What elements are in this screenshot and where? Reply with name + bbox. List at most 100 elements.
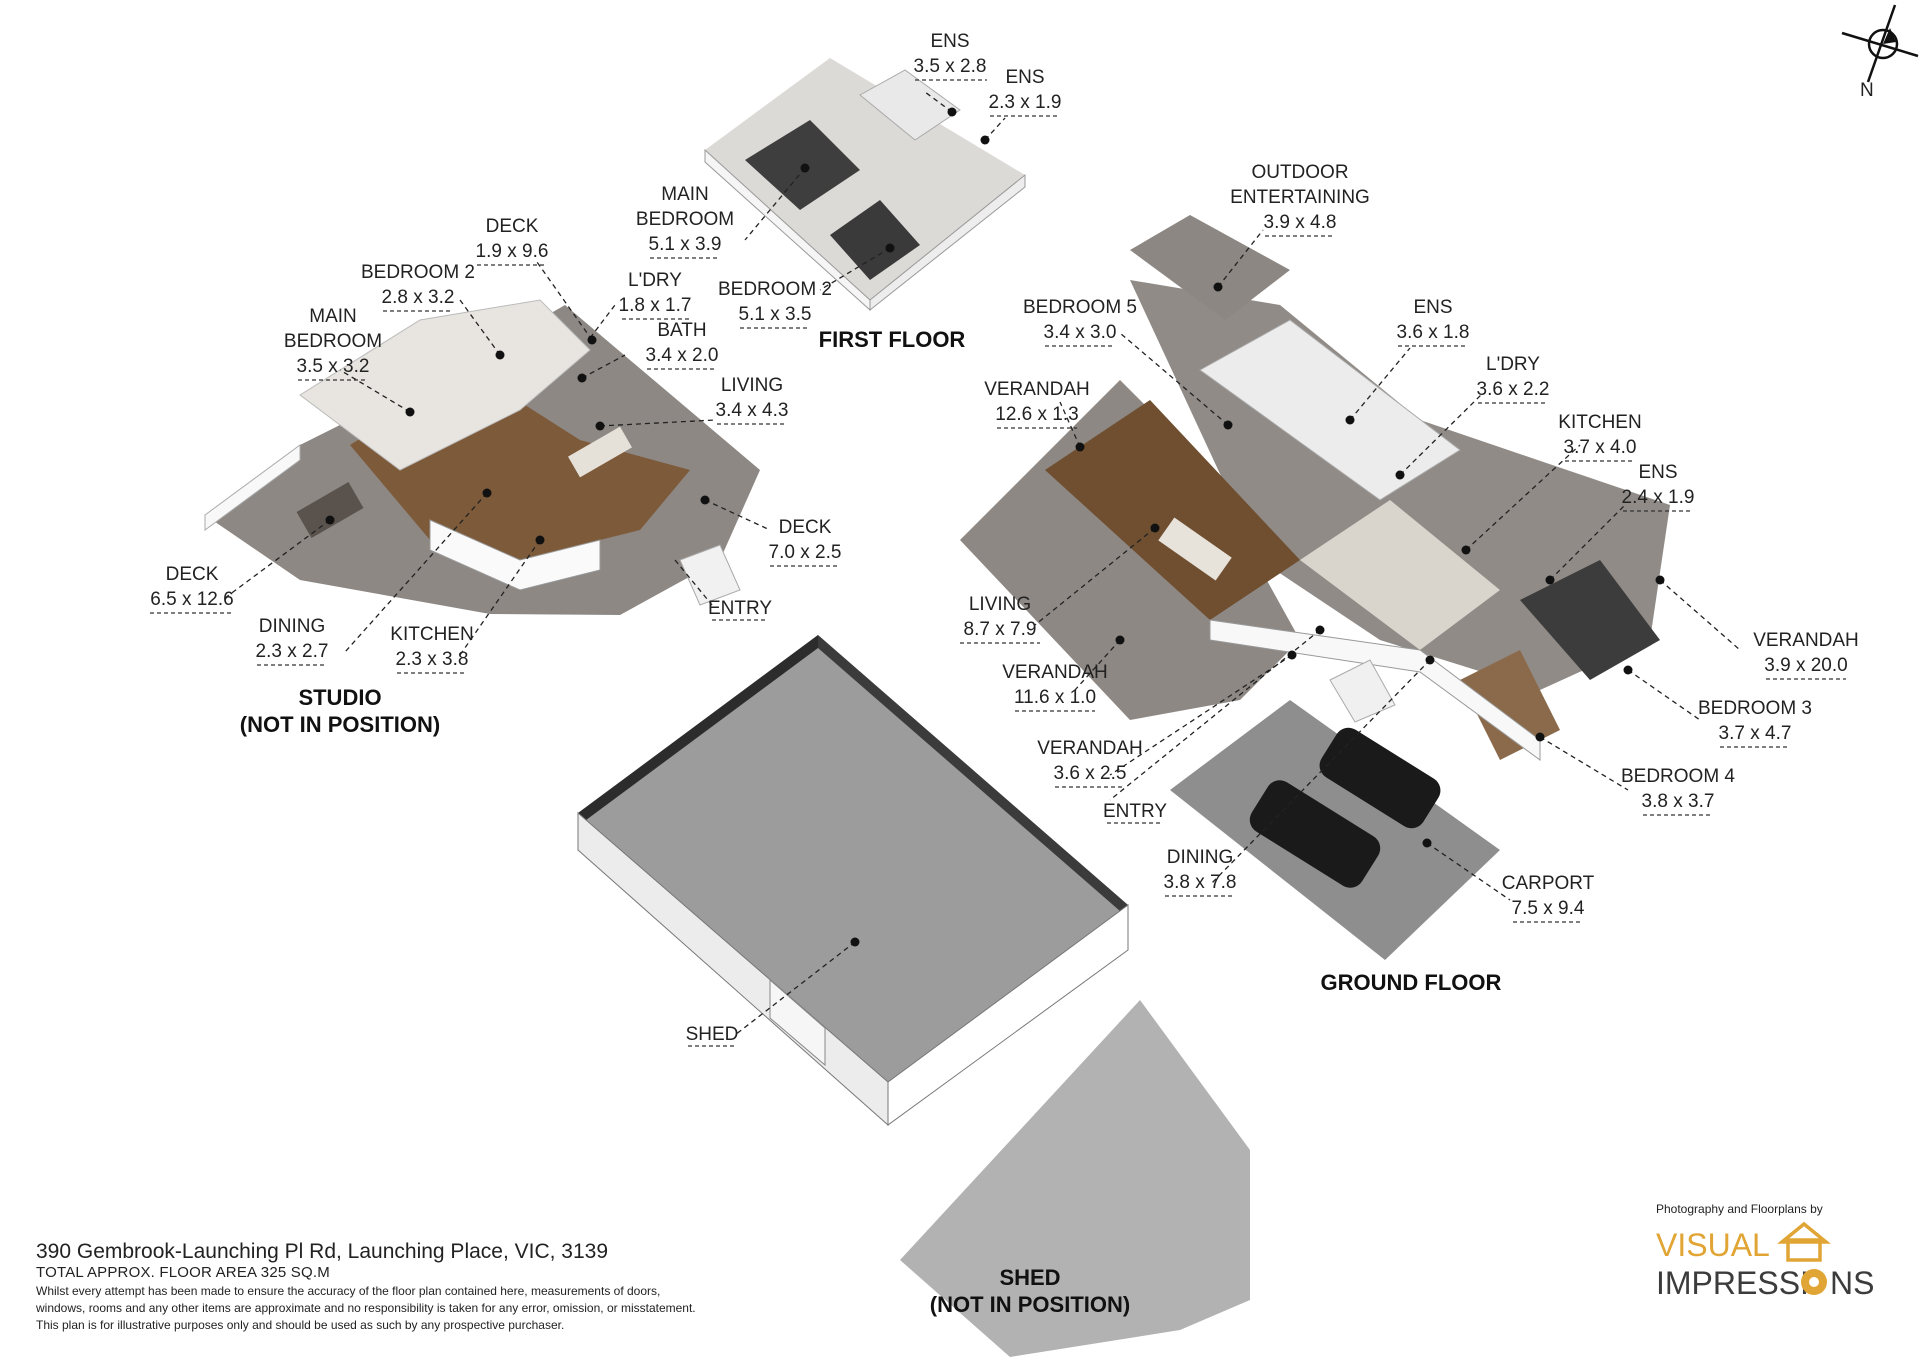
leader-st-deck-left [224,519,331,599]
dot-ff-main-bedroom [800,163,810,173]
room-label: MAIN [661,184,709,205]
leader-gf-verandah-entry [1109,654,1293,776]
room-dimension: 3.5 x 3.2 [297,356,370,377]
studio-floor [204,299,760,615]
room-label: L'DRY [1486,354,1540,375]
leader-gf-ens-top [1349,347,1411,421]
room-label: L'DRY [628,270,682,291]
leader-st-bath [581,354,626,379]
dot-st-kitchen [535,535,545,545]
room-dimension: 3.5 x 2.8 [914,56,987,77]
dot-gf-ens-top [1345,415,1355,425]
ff-wall-front-right [869,173,1026,312]
leader-gf-carport [1426,842,1511,901]
room-label: ENS [930,31,969,52]
leader-ff-ens-b [984,117,1006,141]
dot-gf-outdoor [1213,282,1223,292]
studio-railing [204,444,301,531]
brand-word-visual: VISUAL [1656,1227,1770,1263]
disclaimer-line: Whilst every attempt has been made to en… [36,1284,661,1298]
room-label: MAIN [309,306,357,327]
room-label: VERANDAH [1753,630,1859,651]
leader-ff-bedroom2 [819,247,891,291]
room-dimension: 7.0 x 2.5 [769,542,842,563]
gf-central-rooms [1199,319,1461,501]
shed-door [769,978,826,1067]
gf-sofa [1158,517,1232,581]
leader-ff-ens-a [924,91,953,113]
room-dots [325,107,1665,947]
dot-gf-verandah-top [1075,442,1085,452]
room-label: ENTERTAINING [1230,187,1370,208]
shed-slab [578,635,1128,1082]
studio-rooms-block [299,299,591,471]
room-dimension: 3.7 x 4.7 [1719,723,1792,744]
room-label: BEDROOM 3 [1698,698,1812,719]
room-label: BEDROOM 2 [718,279,832,300]
compass-needle [1866,4,1897,83]
dot-gf-bedroom4 [1535,732,1545,742]
footer: 390 Gembrook-Launching Pl Rd, Launching … [36,1240,826,1334]
room-dimension: 3.6 x 2.2 [1477,379,1550,400]
room-dimension: 2.3 x 1.9 [989,92,1062,113]
room-label: ENTRY [1103,801,1167,822]
dot-st-bedroom2 [495,350,505,360]
brand-word-impressions-a: IMPRESSI [1656,1265,1809,1301]
disclaimer: Whilst every attempt has been made to en… [36,1283,826,1334]
ff-ens-tiles [859,69,961,141]
dot-st-dining [482,488,492,498]
gf-car-2 [1249,780,1381,888]
room-label: ENS [1413,297,1452,318]
room-labels: ENS 3.5 x 2.8 ENS 2.3 x 1.9 MAIN BEDROOM… [150,31,1859,1317]
leaders [224,91,1741,1036]
room-label: ENS [1005,67,1044,88]
room-dimension: 3.4 x 2.0 [646,345,719,366]
leader-st-ldry [589,304,616,339]
floor-title-studio: STUDIO [298,685,381,710]
room-dimension: 2.3 x 3.8 [396,649,469,670]
dot-gf-living [1150,523,1160,533]
gf-kitchen-tile [1300,500,1500,650]
room-dimension: 3.6 x 2.5 [1054,763,1127,784]
dot-gf-verandah-mid [1115,635,1125,645]
ground-floor [960,215,1670,960]
room-label: VERANDAH [984,379,1090,400]
gf-entry-steps [1329,659,1396,723]
aperture-icon [1801,1269,1827,1295]
house-icon [1777,1221,1831,1262]
leader-gf-dining [1209,659,1431,886]
shed-wall-back-left [578,635,818,826]
room-dimension: 3.6 x 1.8 [1397,322,1470,343]
room-label: BEDROOM 2 [361,262,475,283]
gf-bedroom3-carpet [1520,560,1660,680]
room-dimension: 3.7 x 4.0 [1564,437,1637,458]
total-floor-area: TOTAL APPROX. FLOOR AREA 325 SQ.M [36,1264,330,1281]
room-label: DINING [259,616,326,637]
room-label: VERANDAH [1037,738,1143,759]
room-dimension: 3.8 x 3.7 [1642,791,1715,812]
floor-title-shed-note: (NOT IN POSITION) [930,1292,1130,1317]
compass-cross [1841,31,1919,58]
leader-gf-verandah-right [1659,579,1741,651]
dot-gf-entry [1315,625,1325,635]
leader-st-deck-top [536,261,593,341]
dimension-underlines [150,79,1846,1047]
dot-gf-verandah-entry [1287,650,1297,660]
room-label: KITCHEN [390,624,473,645]
disclaimer-line: This plan is for illustrative purposes o… [36,1318,565,1332]
room-label: LIVING [969,594,1031,615]
dot-st-bath [577,373,587,383]
compass-label: N [1860,80,1874,101]
brand-word-impressions-b: NS [1830,1265,1874,1301]
room-label: SHED [686,1024,739,1045]
leader-ff-main-bedroom [744,167,806,241]
shed-floor [577,635,1250,1357]
leader-st-entry [674,559,713,606]
dot-ff-ens-a [947,107,957,117]
room-dimension: 3.4 x 4.3 [716,400,789,421]
room-label: ENTRY [708,598,772,619]
dot-gf-carport [1422,838,1432,848]
leader-gf-kitchen [1465,444,1581,551]
room-label: DECK [166,564,219,585]
room-label: DECK [486,216,539,237]
